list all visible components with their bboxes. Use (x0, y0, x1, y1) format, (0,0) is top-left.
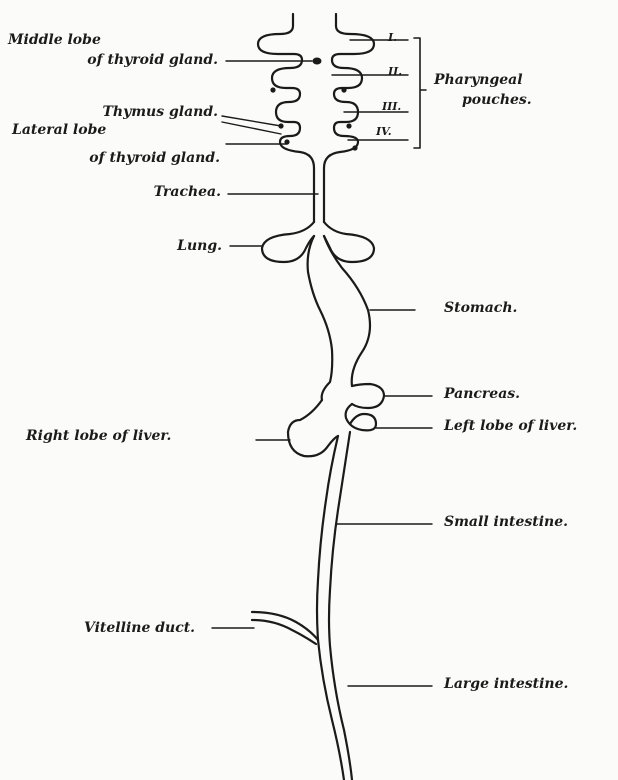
intestine-right-wall (329, 432, 352, 780)
label-stomach: Stomach. (444, 300, 517, 316)
middle-lobe-dot (313, 58, 322, 65)
liver-right-lobe (288, 400, 338, 456)
pouch-numeral-2: II. (388, 66, 402, 78)
pouch-bracket (414, 38, 426, 148)
label-right-lobe-liver: Right lobe of liver. (26, 428, 171, 444)
label-lateral-lobe-2: of thyroid gland. (89, 150, 220, 166)
label-left-lobe-liver: Left lobe of liver. (444, 418, 577, 434)
pharynx-left-outline (258, 14, 314, 222)
label-pharyngeal-1: Pharyngeal (434, 72, 523, 88)
label-thymus: Thymus gland. (103, 104, 219, 120)
pouch-numeral-4: IV. (376, 126, 392, 138)
esophagus-stomach-right (324, 236, 370, 386)
lung-right (324, 222, 374, 262)
label-pharyngeal-2: pouches. (462, 92, 532, 108)
label-pancreas: Pancreas. (444, 386, 520, 402)
label-large-intestine: Large intestine. (444, 676, 568, 692)
pharynx-right-outline (324, 14, 374, 222)
label-lateral-lobe-1: Lateral lobe (12, 122, 106, 138)
label-trachea: Trachea. (154, 184, 221, 200)
intestine-left-wall (317, 436, 344, 780)
label-middle-lobe-1: Middle lobe (8, 32, 101, 48)
vitelline-duct (252, 612, 318, 644)
pouch-numeral-3: III. (382, 101, 401, 113)
label-middle-lobe-2: of thyroid gland. (87, 52, 218, 68)
pancreas-lobe (352, 384, 384, 408)
label-lung: Lung. (177, 238, 222, 254)
lung-left (262, 222, 314, 262)
pouch-numeral-1: I. (388, 32, 397, 44)
label-small-intestine: Small intestine. (444, 514, 568, 530)
label-vitelline-duct: Vitelline duct. (84, 620, 195, 636)
esophagus-stomach-left (308, 236, 333, 400)
